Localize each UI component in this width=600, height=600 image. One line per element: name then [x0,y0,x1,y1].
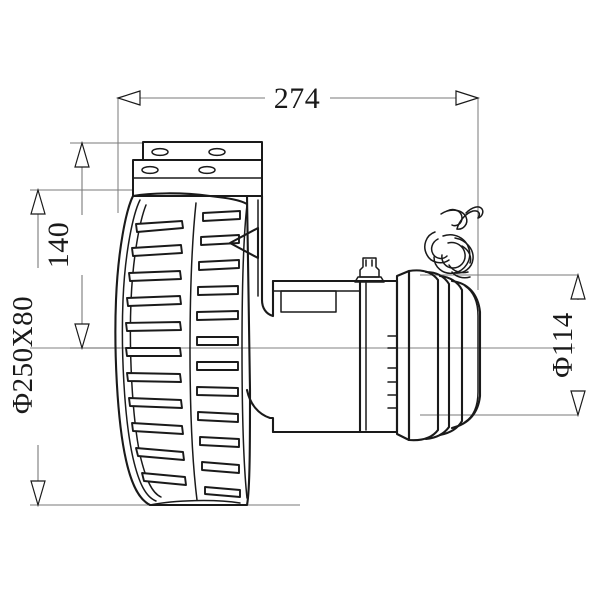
dimension-label-274: 274 [274,82,321,115]
flow-direction-arrow-icon [228,226,260,260]
dimension-label-phi114: Φ114 [547,312,579,378]
dimension-label-140: 140 [42,222,75,269]
extension-lines [30,98,578,506]
dimension-label-phi250x80: Φ250X80 [7,296,39,414]
strainer-slots-left [125,220,187,486]
strainer-cage [114,192,252,507]
dimension-bracket-height: 140 [42,140,90,351]
power-cable-coil [424,206,484,279]
strainer-slots-right [196,210,241,498]
grease-fitting [354,257,385,283]
rear-cap-rings [387,269,482,442]
dimension-motor-diameter: Φ114 [547,272,586,418]
mounting-bracket [132,141,263,197]
dimension-overall-length: 274 [116,82,480,115]
dimension-strainer-diameter: Φ250X80 [7,187,46,508]
